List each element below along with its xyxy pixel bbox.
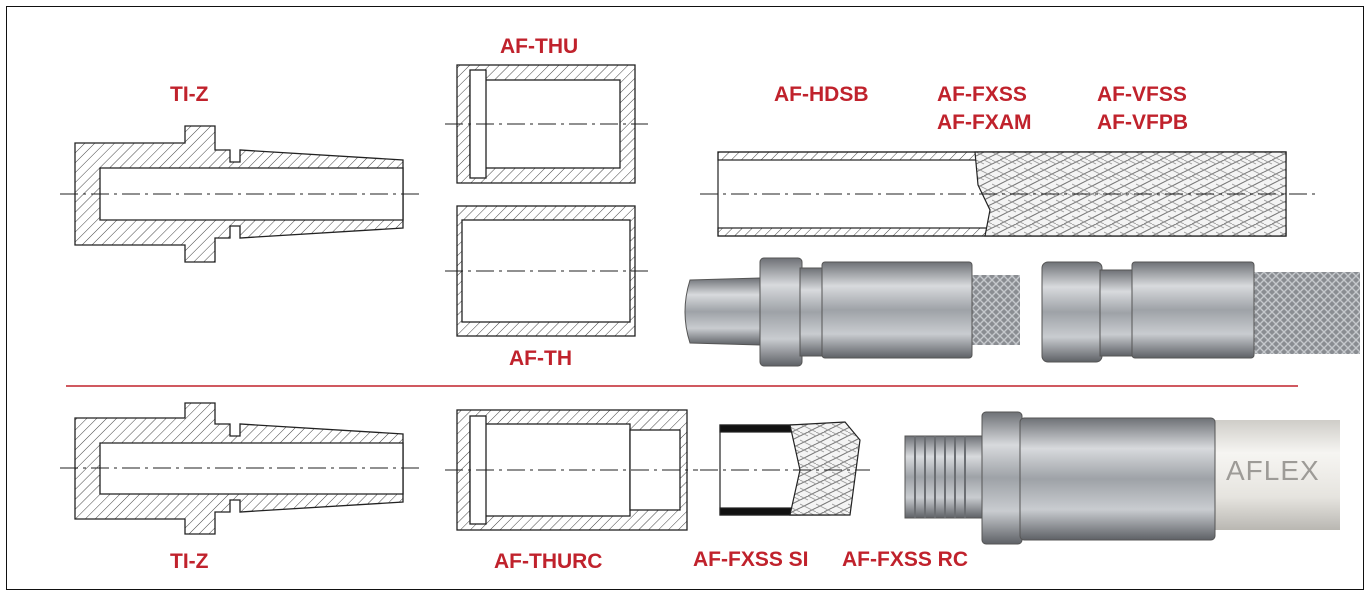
label-afth: AF-TH [509, 347, 572, 370]
hose-section-drawing [700, 151, 1320, 237]
steel-fitting-photo-2 [1041, 261, 1360, 363]
afthurc-ferrule [445, 409, 698, 531]
label-tiz-top: TI-Z [170, 83, 209, 106]
label-afhdsb: AF-HDSB [774, 83, 869, 106]
afth-ferrule [445, 205, 648, 337]
fxss-section-drawing [700, 421, 870, 516]
label-tiz-bottom: TI-Z [170, 550, 209, 573]
label-affxss-si: AF-FXSS SI [693, 548, 809, 571]
label-affxss-rc: AF-FXSS RC [842, 548, 968, 571]
label-affxam: AF-FXAM [937, 111, 1032, 134]
label-afthu: AF-THU [500, 35, 579, 58]
tiz-fitting-bottom [60, 402, 420, 535]
label-afvfpb: AF-VFPB [1097, 111, 1188, 134]
afthu-ferrule [445, 64, 648, 184]
label-affxss: AF-FXSS [937, 83, 1027, 106]
aflex-hose-photo [904, 411, 1340, 545]
figure-frame [6, 6, 1364, 590]
hose-brand-text: AFLEX [1226, 455, 1320, 486]
tiz-fitting-top [60, 125, 420, 263]
label-afvfss: AF-VFSS [1097, 83, 1187, 106]
label-afthurc: AF-THURC [494, 550, 603, 573]
steel-fitting-photo-1 [684, 257, 1020, 367]
